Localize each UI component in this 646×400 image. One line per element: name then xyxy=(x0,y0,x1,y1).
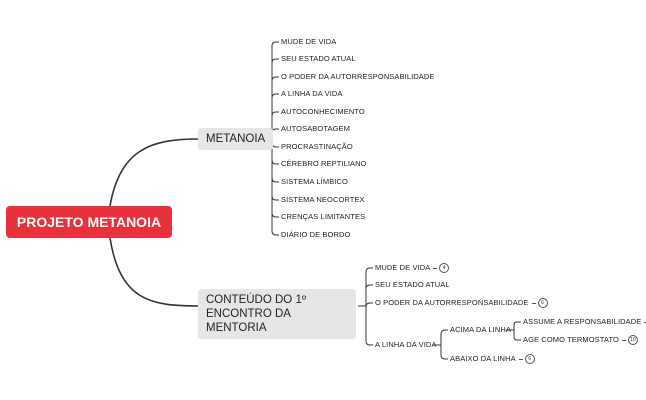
note-arrow-icon xyxy=(621,339,626,341)
topic-item-label: ACIMA DA LINHA xyxy=(450,325,512,334)
topic-item-label: SISTEMA LÍMBICO xyxy=(281,177,348,186)
connector-leaf xyxy=(271,139,279,236)
topic-item-label: CÉREBRO REPTILIANO xyxy=(281,159,367,168)
branch-conteudo-encontro[interactable]: CONTEÚDO DO 1º ENCONTRO DA MENTORIA xyxy=(198,289,356,339)
topic-item[interactable]: SEU ESTADO ATUAL xyxy=(375,279,450,291)
topic-item-label: MUDE DE VIDA xyxy=(281,37,337,46)
connector-leaf xyxy=(271,139,279,218)
topic-item[interactable]: SISTEMA NEOCORTEX xyxy=(281,194,365,206)
connector-leaf xyxy=(440,345,448,360)
connector-root-branch2 xyxy=(109,237,199,307)
connector-leaf xyxy=(271,139,279,148)
connector-leaf xyxy=(271,41,279,139)
topic-item-label: CRENÇAS LIMITANTES xyxy=(281,212,366,221)
topic-item[interactable]: CÉREBRO REPTILIANO xyxy=(281,158,367,170)
topic-item-label: AUTOSABOTAGEM xyxy=(281,124,350,133)
topic-item[interactable]: A LINHA DA VIDA xyxy=(281,88,343,100)
connector-leaf xyxy=(271,128,279,139)
topic-item-label: O PODER DA AUTORRESPONSABILIDADE xyxy=(281,72,435,81)
topic-item-label: SISTEMA NEOCORTEX xyxy=(281,195,365,204)
connector-leaf xyxy=(440,329,448,345)
connector-leaf xyxy=(365,267,373,306)
connector-leaf xyxy=(365,302,373,308)
topic-item[interactable]: AUTOCONHECIMENTO xyxy=(281,106,365,118)
connector-leaf xyxy=(271,139,279,201)
topic-item-label: ABAIXO DA LINHA xyxy=(450,354,516,363)
connector-leaf xyxy=(271,58,279,139)
root-node[interactable]: PROJETO METANOIA xyxy=(6,206,172,238)
branch-metanoia[interactable]: METANOIA xyxy=(198,128,274,150)
topic-item[interactable]: A LINHA DA VIDA xyxy=(375,339,437,351)
connector-leaf xyxy=(513,321,521,330)
topic-item-label: MUDE DE VIDA xyxy=(375,263,431,272)
topic-item-label: SEU ESTADO ATUAL xyxy=(375,280,450,289)
topic-item[interactable]: AGE COMO TERMOSTATO 10 xyxy=(523,334,638,346)
connector-leaf xyxy=(271,139,279,165)
comment-count-badge[interactable]: 6 xyxy=(524,354,535,365)
note-arrow-icon xyxy=(433,267,438,269)
topic-item-label: ASSUME A RESPONSABILIDADE xyxy=(523,317,642,326)
topic-item[interactable]: SEU ESTADO ATUAL xyxy=(281,53,356,65)
topic-item[interactable]: MUDE DE VIDA xyxy=(281,36,336,48)
topic-item-label: O PODER DA AUTORRESPONSABILIDADE xyxy=(375,298,529,307)
comment-count-badge[interactable]: 4 xyxy=(439,263,450,274)
topic-item-label: A LINHA DA VIDA xyxy=(375,340,437,349)
connector-leaf xyxy=(271,76,279,139)
connector-leaf xyxy=(513,330,521,341)
topic-item[interactable]: O PODER DA AUTORRESPONSABILIDADE 6 xyxy=(375,297,548,309)
connector-leaf xyxy=(365,306,373,346)
topic-item[interactable]: ASSUME A RESPONSABILIDADE1 xyxy=(523,316,646,328)
topic-item[interactable]: ABAIXO DA LINHA 6 xyxy=(450,353,535,365)
connector-root-branch1 xyxy=(109,138,199,207)
topic-item[interactable]: PROCRASTINAÇÃO xyxy=(281,141,353,153)
topic-item[interactable]: MUDE DE VIDA 4 xyxy=(375,262,450,274)
connector-leaf xyxy=(271,93,279,139)
topic-item[interactable]: O PODER DA AUTORRESPONSABILIDADE xyxy=(281,71,435,83)
topic-item-label: DIÁRIO DE BORDO xyxy=(281,230,351,239)
connector-leaf xyxy=(365,284,373,306)
topic-item[interactable]: SISTEMA LÍMBICO xyxy=(281,176,348,188)
topic-item[interactable]: ACIMA DA LINHA xyxy=(450,324,511,336)
topic-item-label: A LINHA DA VIDA xyxy=(281,89,343,98)
topic-item-label: AUTOCONHECIMENTO xyxy=(281,107,365,116)
topic-item[interactable]: DIÁRIO DE BORDO xyxy=(281,229,350,241)
note-arrow-icon xyxy=(531,302,536,304)
connector-leaf xyxy=(271,111,279,139)
topic-item[interactable]: AUTOSABOTAGEM xyxy=(281,123,350,135)
topic-item[interactable]: CRENÇAS LIMITANTES xyxy=(281,211,365,223)
note-arrow-icon xyxy=(518,358,523,360)
comment-count-badge[interactable]: 6 xyxy=(537,298,548,309)
topic-item-label: PROCRASTINAÇÃO xyxy=(281,142,353,151)
topic-item-label: AGE COMO TERMOSTATO xyxy=(523,335,619,344)
comment-count-badge[interactable]: 10 xyxy=(627,335,638,346)
topic-item-label: SEU ESTADO ATUAL xyxy=(281,54,356,63)
note-arrow-icon xyxy=(644,321,646,323)
